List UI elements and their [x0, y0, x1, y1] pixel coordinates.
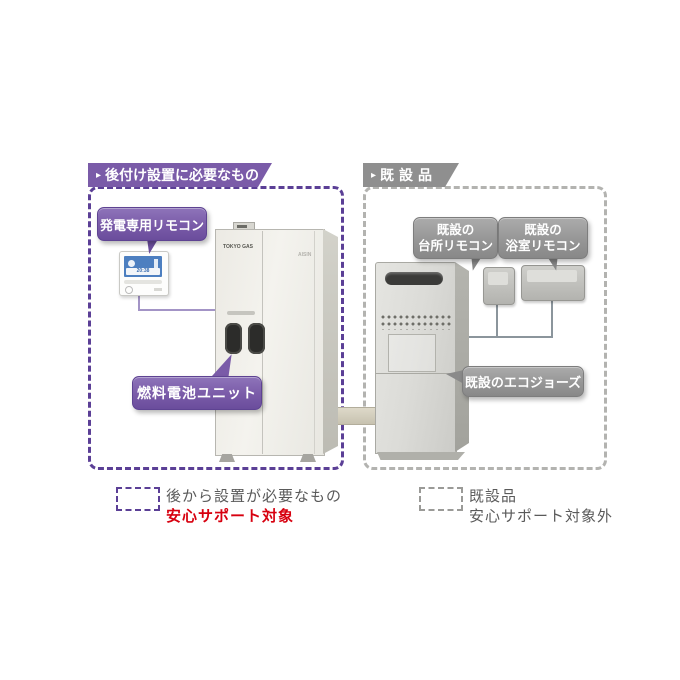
fuel-cell-label: 燃料電池ユニット [137, 385, 257, 401]
screen-icon [154, 259, 158, 268]
retrofit-section-boundary [88, 186, 344, 470]
screen-icon [128, 260, 135, 267]
kitchen-remote-wire [496, 303, 498, 338]
fuel-cell-bubble: 燃料電池ユニット [132, 376, 262, 410]
water-heater-side-face [455, 262, 469, 452]
remote-wire-horizontal [138, 309, 218, 311]
unit-brand-right: AISIN [298, 252, 312, 258]
kitchen-remote-label-line1: 既設の [436, 222, 475, 237]
generation-remote-bubble: 発電専用リモコン [97, 207, 207, 241]
bath-remote-bubble: 既設の 浴室リモコン [498, 217, 588, 259]
legend-existing-swatch [419, 487, 463, 511]
remote-screen: 20:38 [124, 256, 162, 277]
kitchen-remote-label-line2: 台所リモコン [417, 239, 493, 253]
remote-wire-vertical [138, 293, 140, 311]
arrow-icon: ▸ [371, 169, 377, 181]
heater-vent-dots [381, 315, 451, 330]
fuel-cell-side-face [323, 229, 338, 454]
fuel-cell-unit: TOKYO GAS AISIN [215, 229, 325, 456]
bath-remote-device [521, 265, 585, 301]
fuel-cell-foot [300, 454, 316, 462]
ecojozu-bubble: 既設のエコジョーズ [462, 366, 584, 397]
fuel-cell-foot [219, 454, 235, 462]
legend-new-line2: 安心サポート対象 [166, 508, 295, 525]
unit-model-mark [227, 311, 255, 315]
legend-new-swatch [116, 487, 160, 511]
bath-remote-wire [551, 299, 553, 338]
legend-new-line1: 後から設置が必要なもの [166, 488, 343, 505]
arrow-icon: ▸ [96, 169, 102, 181]
remote-time-display: 20:38 [126, 268, 160, 275]
bath-remote-screen [527, 270, 577, 282]
remote-round-button [125, 286, 133, 294]
existing-section-header: ▸ 既設品 [363, 163, 459, 187]
legend-existing-line1: 既設品 [469, 488, 518, 505]
top-cap-slot [237, 225, 247, 228]
unit-vent-left [225, 323, 242, 354]
kitchen-remote-device [483, 267, 515, 305]
heater-access-panel [388, 334, 436, 372]
generation-remote-device: 20:38 [119, 251, 169, 296]
existing-section-boundary [363, 186, 607, 470]
remote-button-bar [124, 280, 162, 284]
bubble-tail [211, 351, 232, 380]
heater-exhaust-vent [385, 272, 443, 285]
unit-vent-right [248, 323, 265, 354]
legend-existing-line2: 安心サポート対象外 [469, 508, 614, 525]
retrofit-section-title: 後付け設置に必要なもの [105, 167, 260, 183]
ecojozu-label: 既設のエコジョーズ [464, 375, 582, 390]
remote-small-button [154, 288, 162, 291]
bubble-tail [446, 370, 464, 384]
retrofit-section-header: ▸ 後付け設置に必要なもの [88, 163, 272, 187]
water-heater-base [377, 452, 465, 460]
heater-seam [376, 373, 456, 374]
kitchen-remote-screen [488, 272, 508, 285]
heater-remote-wire-horizontal [455, 336, 553, 338]
kitchen-remote-bubble: 既設の 台所リモコン [413, 217, 498, 259]
bath-remote-label-line2: 浴室リモコン [505, 239, 581, 253]
existing-section-title: 既設品 [380, 167, 438, 183]
bath-remote-label-line1: 既設の [524, 222, 562, 237]
water-heater-unit [375, 262, 457, 454]
panel-divider [314, 231, 315, 454]
unit-brand-left: TOKYO GAS [223, 244, 253, 250]
generation-remote-label: 発電専用リモコン [99, 217, 204, 233]
